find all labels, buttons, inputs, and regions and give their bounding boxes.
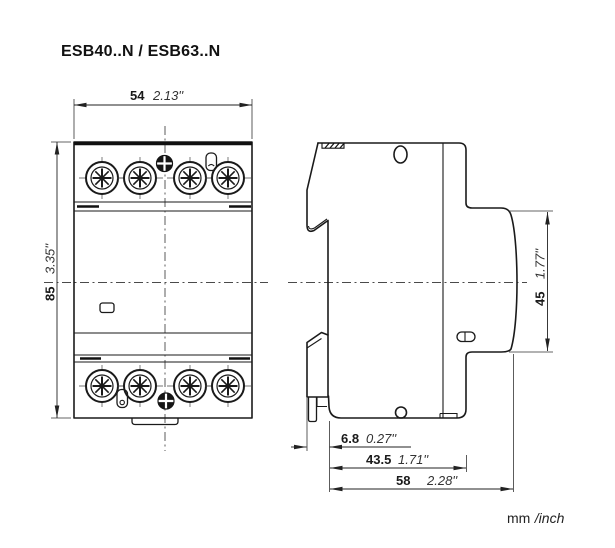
drawing-title: ESB40..N / ESB63..N	[61, 43, 220, 60]
dim-terminal-depth-mm: 6.8	[341, 431, 359, 446]
lamp-symbol-icon	[116, 388, 129, 409]
terminal-hatch-slot	[321, 142, 345, 149]
front-view	[44, 126, 268, 451]
dim-total-depth-mm: 58	[396, 473, 410, 488]
din-clip-tab	[131, 418, 179, 426]
dim-cover-height: 45 1.77''	[509, 210, 553, 353]
dim-height: 85 3.35''	[42, 141, 71, 419]
side-view	[288, 142, 527, 423]
units-note: mm /inch	[507, 510, 565, 527]
dim-height-label: 85 3.35''	[42, 243, 59, 301]
dim-cover-height-label: 45 1.77''	[532, 248, 549, 306]
dim-mount-depth-mm: 43.5	[366, 452, 391, 467]
dim-width-inch: 2.13''	[152, 88, 184, 103]
dim-mount-depth: 43.5 1.71''	[329, 421, 467, 492]
dim-width-mm: 54	[130, 88, 145, 103]
housing-split-line	[439, 143, 458, 418]
upper-terminal-inner-line	[307, 218, 328, 230]
dim-terminal-depth-inch: 0.27''	[366, 431, 397, 446]
mounting-hole-top	[393, 145, 408, 164]
lower-terminal-block	[306, 331, 329, 423]
side-latch	[456, 331, 476, 343]
dim-width: 54 2.13''	[73, 88, 253, 139]
lamp-symbol-icon	[205, 152, 218, 172]
dim-terminal-depth: 6.8 0.27''	[291, 398, 411, 451]
dim-total-depth-inch: 2.28''	[426, 473, 458, 488]
side-body-outline	[317, 142, 518, 419]
din-release-clip	[307, 397, 318, 423]
mounting-hole-bottom	[394, 406, 408, 419]
upper-terminal-block	[306, 142, 329, 398]
actuator-indicator-icon	[156, 391, 176, 411]
actuator-indicator-icon	[154, 153, 175, 174]
terminal-screw-icon	[204, 156, 252, 200]
dim-mount-depth-inch: 1.71''	[398, 452, 429, 467]
dim-total-depth: 58 2.28''	[330, 354, 514, 492]
indicator-window	[99, 302, 115, 314]
terminal-screw-icon	[204, 364, 252, 408]
